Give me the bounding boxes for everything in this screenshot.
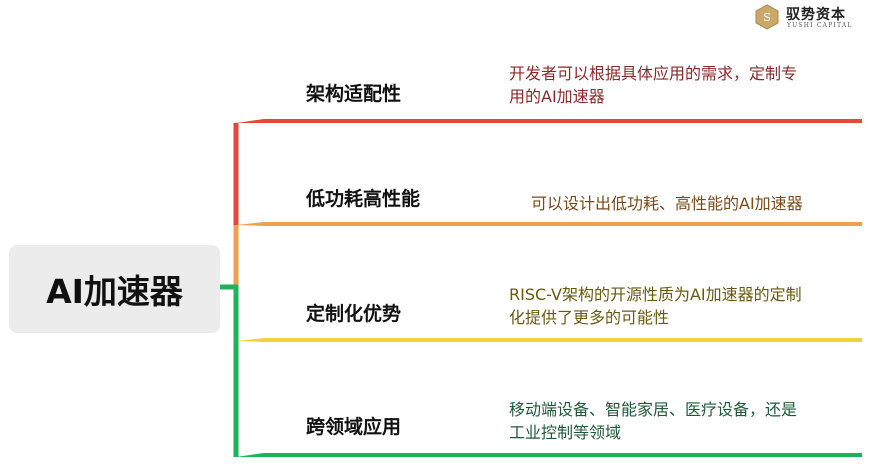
branch-desc-cross-domain: 移动端设备、智能家居、医疗设备，还是 工业控制等领域 <box>509 398 797 444</box>
underline-green <box>236 453 862 457</box>
underline-orange <box>236 222 862 226</box>
underline-red <box>236 119 862 123</box>
logo-name-cn: 驭势资本 <box>786 7 846 23</box>
underline-yellow <box>236 338 862 342</box>
connector-green <box>220 284 239 457</box>
desc-line: 开发者可以根据具体应用的需求，定制专 <box>509 64 798 83</box>
desc-line: 可以设计出低功耗、高性能的AI加速器 <box>531 194 803 213</box>
logo-name-en: YUSHI CAPITAL <box>787 22 853 29</box>
branch-desc-power: 可以设计出低功耗、高性能的AI加速器 <box>531 192 803 215</box>
branch-desc-architecture: 开发者可以根据具体应用的需求，定制专 用的AI加速器 <box>509 62 797 108</box>
company-logo: S 驭势资本 YUSHI CAPITAL <box>754 2 874 32</box>
root-node: AI加速器 <box>9 245 220 333</box>
desc-line: 工业控制等领域 <box>509 423 622 442</box>
desc-line: 化提供了更多的可能性 <box>509 308 670 327</box>
branch-label-architecture: 架构适配性 <box>306 83 402 105</box>
branch-label-power: 低功耗高性能 <box>306 188 421 210</box>
svg-text:S: S <box>763 11 771 24</box>
branch-desc-customization: RISC-V架构的开源性质为AI加速器的定制 化提供了更多的可能性 <box>509 283 802 329</box>
desc-line: RISC-V架构的开源性质为AI加速器的定制 <box>509 285 802 304</box>
branch-label-cross-domain: 跨领域应用 <box>306 416 402 438</box>
desc-line: 用的AI加速器 <box>509 87 605 106</box>
root-label: AI加速器 <box>46 272 183 311</box>
desc-line: 移动端设备、智能家居、医疗设备，还是 <box>509 400 798 419</box>
logo-mark-icon: S <box>755 4 779 30</box>
branch-label-customization: 定制化优势 <box>306 303 402 325</box>
